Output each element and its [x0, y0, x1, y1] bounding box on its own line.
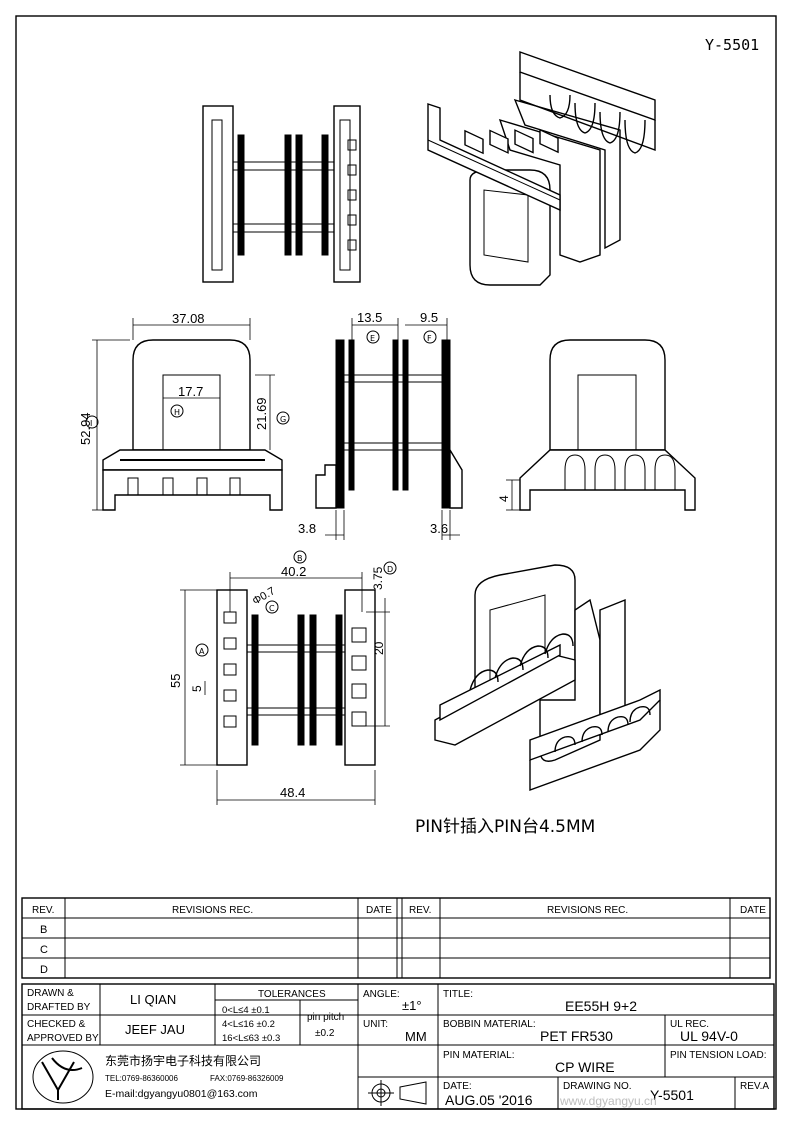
marker-d-label: D: [387, 565, 393, 574]
unit-value: MM: [405, 1029, 427, 1044]
dim-3-8: 3.8: [298, 521, 316, 536]
dim-48-4: 48.4: [280, 785, 305, 800]
marker-e: [366, 330, 380, 344]
ul-label: UL REC.: [670, 1019, 709, 1030]
tolerance-3: 16<L≤63 ±0.3: [222, 1033, 280, 1044]
drawn-by: LI QIAN: [130, 992, 176, 1007]
marker-a: [195, 643, 209, 657]
rev-row-b: B: [40, 924, 47, 936]
company-logo: [32, 1050, 94, 1104]
pin-pitch-value: ±0.2: [315, 1028, 335, 1039]
rear-view-right: [506, 339, 696, 511]
tolerance-2: 4<L≤16 ±0.2: [222, 1019, 275, 1030]
part-number-top: Y-5501: [705, 36, 759, 54]
rev-header-left: REV.: [32, 905, 54, 916]
side-view-middle: [315, 318, 463, 540]
dim-4: 4: [497, 495, 511, 502]
marker-h: [170, 404, 184, 418]
date-value: AUG.05 '2016: [445, 1092, 533, 1108]
unit-label: UNIT:: [363, 1019, 388, 1030]
angle-label: ANGLE:: [363, 989, 400, 1000]
drawing-no-value: Y-5501: [650, 1087, 694, 1103]
drawn-label-2: DRAFTED BY: [27, 1002, 91, 1013]
tolerance-1: 0<L≤4 ±0.1: [222, 1005, 270, 1016]
title-label: TITLE:: [443, 989, 473, 1000]
marker-d: [383, 561, 397, 575]
isometric-view-top: [427, 51, 656, 286]
title-value: EE55H 9+2: [565, 998, 637, 1014]
company-name: 东莞市扬宇电子科技有限公司: [105, 1053, 261, 1068]
bobbin-value: PET FR530: [540, 1028, 613, 1044]
checked-label-1: CHECKED &: [27, 1019, 86, 1030]
marker-e-label: E: [370, 334, 375, 343]
pin-note: PIN针插入PIN台4.5MM: [415, 817, 595, 837]
dim-3-75: 3.75: [371, 566, 385, 590]
marker-a-label: A: [199, 647, 205, 656]
dim-20: 20: [372, 641, 386, 655]
marker-g-label: G: [280, 415, 286, 424]
title-block: [21, 983, 775, 1110]
dim-17-7: 17.7: [178, 384, 203, 399]
revisions-header-left: REVISIONS REC.: [172, 905, 253, 916]
dim-55: 55: [168, 674, 183, 688]
pin-pitch-label: pin pitch: [307, 1012, 344, 1023]
date-header-right: DATE: [740, 905, 766, 916]
dim-40-2: 40.2: [281, 564, 306, 579]
marker-b: [293, 550, 307, 564]
dim-21-69: 21.69: [254, 397, 269, 430]
marker-f-label: F: [427, 334, 432, 343]
marker-b-label: B: [297, 554, 303, 563]
isometric-view-bottom: [434, 564, 661, 791]
pin-material-label: PIN MATERIAL:: [443, 1050, 515, 1061]
bottom-view: [180, 572, 390, 805]
company-tel: TEL:0769-86360006: [105, 1074, 179, 1083]
sheet-border: [15, 15, 777, 1110]
marker-c-label: C: [269, 604, 275, 613]
rev-a-label: REV.A: [740, 1081, 769, 1092]
marker-f: [423, 330, 437, 344]
pin-tension-label: PIN TENSION LOAD:: [670, 1050, 767, 1061]
side-view-top: [202, 105, 361, 283]
company-fax: FAX:0769-86326009: [210, 1074, 284, 1083]
marker-h-label: H: [174, 408, 180, 417]
revision-table: [21, 897, 771, 979]
marker-g: [276, 411, 290, 425]
checked-label-2: APPROVED BY: [27, 1033, 99, 1044]
drawn-label-1: DRAWN &: [27, 988, 74, 999]
bobbin-label: BOBBIN MATERIAL:: [443, 1019, 536, 1030]
dim-52-94: 52.94: [78, 412, 93, 445]
rev-row-c: C: [40, 944, 48, 956]
date-header-left: DATE: [366, 905, 392, 916]
dim-5: 5: [190, 685, 204, 692]
pin-material-value: CP WIRE: [555, 1059, 615, 1075]
marker-i-label: I: [90, 419, 92, 428]
rev-row-d: D: [40, 964, 48, 976]
revisions-header-right: REVISIONS REC.: [547, 905, 628, 916]
dim-13-5: 13.5: [357, 310, 382, 325]
rev-header-right: REV.: [409, 905, 431, 916]
company-email: E-mail:dgyangyu0801@163.com: [105, 1088, 258, 1100]
dim-37-08: 37.08: [172, 311, 205, 326]
ul-value: UL 94V-0: [680, 1028, 738, 1044]
dim-3-6: 3.6: [430, 521, 448, 536]
watermark: www.dgyangyu.cn: [559, 1094, 657, 1108]
marker-c: [265, 600, 279, 614]
date-label: DATE:: [443, 1081, 472, 1092]
angle-value: ±1°: [402, 998, 422, 1013]
checked-by: JEEF JAU: [125, 1022, 185, 1037]
front-view-left: [92, 318, 283, 511]
dim-9-5: 9.5: [420, 310, 438, 325]
drawing-no-label: DRAWING NO.: [563, 1081, 632, 1092]
tolerances-label: TOLERANCES: [258, 989, 326, 1000]
marker-i: [85, 415, 99, 429]
